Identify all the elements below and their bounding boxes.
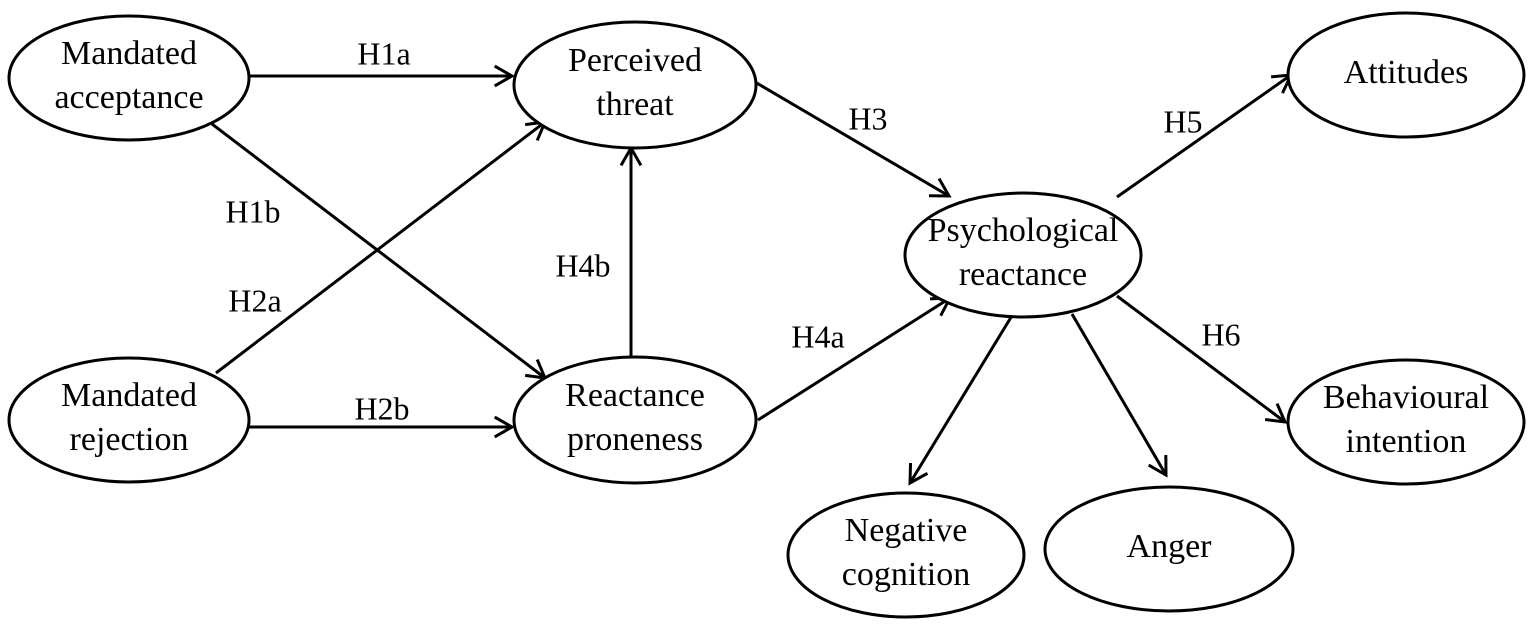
node-label-line: Reactance [565, 377, 705, 414]
node-ellipse [512, 20, 758, 150]
arrowhead-icon [1147, 454, 1168, 478]
edge-h6 [1116, 294, 1288, 424]
edge-label-h3: H3 [848, 100, 887, 136]
edge-line [754, 80, 950, 198]
node-attitudes: Attitudes [1286, 11, 1526, 139]
edge-label-h2a: H2a [228, 282, 281, 318]
edge-label-h1b: H1b [225, 193, 280, 229]
edge-h3 [754, 80, 952, 198]
edge-label-h4b: H4b [555, 247, 610, 283]
node-label-line: Negative [845, 512, 968, 549]
arrowhead-icon [928, 177, 952, 198]
edge-pr-anger [1070, 313, 1168, 478]
node-ellipse [786, 491, 1026, 619]
edge-line [215, 120, 546, 375]
edge-h1b [211, 122, 548, 380]
node-anger: Anger [1043, 485, 1295, 613]
node-mandated-rejection: Mandated rejection [7, 356, 251, 484]
node-ellipse [903, 191, 1143, 319]
node-label-line: intention [1346, 423, 1467, 460]
node-label-line: Perceived [568, 42, 702, 79]
node-label-line: Anger [1127, 528, 1213, 565]
node-behavioural-intention: Behavioural intention [1286, 358, 1526, 486]
node-label-line: proneness [567, 421, 703, 458]
node-label-line: Attitudes [1344, 54, 1469, 91]
edge-h4b [619, 144, 643, 356]
edge-line [908, 313, 1015, 484]
arrowhead-icon [1264, 403, 1288, 424]
node-label-line: Behavioural [1323, 379, 1489, 416]
edge-label-h1a: H1a [357, 35, 410, 71]
edge-h1a [248, 64, 516, 88]
edge-h2b [248, 415, 516, 439]
node-label-line: Mandated [61, 35, 197, 72]
edge-line [211, 122, 546, 380]
edge-h2a [215, 120, 548, 375]
node-ellipse [1286, 11, 1526, 139]
node-reactance-proneness: Reactance proneness [512, 355, 758, 485]
arrowhead-icon [493, 415, 516, 439]
edge-h5 [1116, 73, 1294, 199]
nodes-layer: MandatedacceptanceMandatedrejectionPerce… [7, 11, 1526, 619]
edge-line [1116, 73, 1292, 199]
edge-label-h2b: H2b [354, 390, 409, 426]
edge-pr-negcog [908, 313, 1015, 486]
edge-line [1116, 294, 1286, 424]
node-ellipse [7, 14, 251, 142]
edge-label-h6: H6 [1201, 316, 1240, 352]
node-ellipse [1286, 358, 1526, 486]
node-negative-cognition: Negative cognition [786, 491, 1026, 619]
node-label-line: acceptance [54, 79, 203, 116]
edge-line [757, 296, 951, 422]
node-perceived-threat: Perceived threat [512, 20, 758, 150]
node-ellipse [7, 356, 251, 484]
node-ellipse [512, 355, 758, 485]
node-label-line: threat [596, 86, 674, 123]
edge-line [1070, 313, 1168, 476]
edge-h4a [757, 296, 953, 422]
node-mandated-acceptance: Mandated acceptance [7, 14, 251, 142]
node-label-line: Mandated [61, 377, 197, 414]
edge-label-h4a: H4a [791, 318, 844, 354]
node-label-line: Psychological [928, 212, 1119, 249]
node-label-line: rejection [70, 421, 189, 458]
arrowhead-icon [908, 462, 929, 486]
node-psychological-reactance: Psychological reactance [903, 191, 1143, 319]
node-label-line: reactance [959, 256, 1087, 293]
edge-label-h5: H5 [1163, 103, 1202, 139]
node-ellipse [1043, 485, 1295, 613]
arrowhead-icon [493, 64, 516, 88]
node-label-line: cognition [842, 556, 970, 593]
